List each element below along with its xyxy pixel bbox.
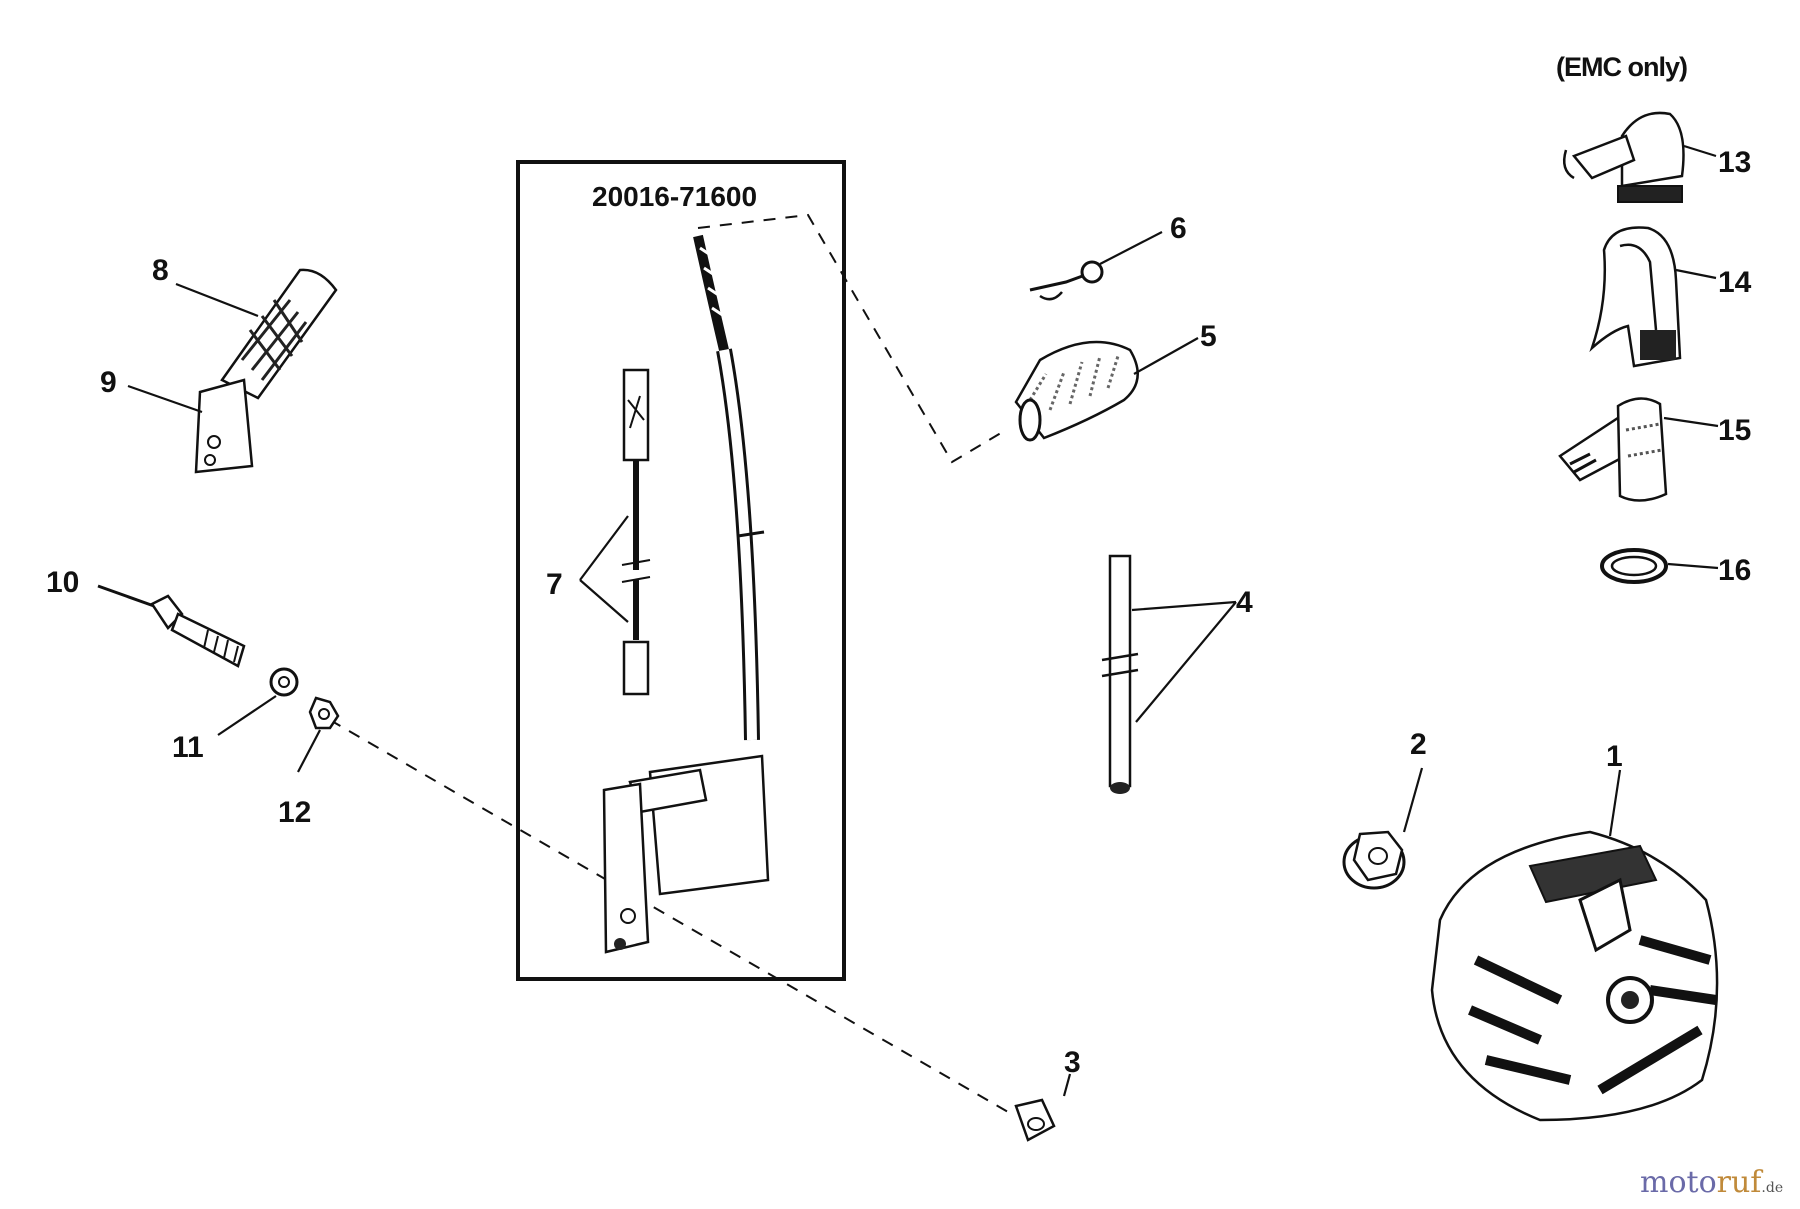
spark-plug-terminal-icon — [194, 268, 338, 474]
emc-only-note: (EMC only) — [1556, 52, 1687, 82]
bolt-icon — [97, 584, 246, 668]
callout-11: 11 — [172, 731, 204, 764]
ignition-coil-icon — [602, 234, 770, 954]
callout-6: 6 — [1170, 212, 1187, 245]
wire-clip-icon — [1029, 260, 1104, 301]
callout-12: 12 — [278, 796, 311, 829]
insulation-tube-icon — [1101, 554, 1139, 794]
flywheel-icon — [1430, 830, 1719, 1122]
callout-1: 1 — [1606, 740, 1623, 773]
callout-13: 13 — [1718, 146, 1751, 179]
ground-wire-icon — [621, 368, 651, 696]
callout-16: 16 — [1718, 554, 1751, 587]
kit-box — [516, 160, 846, 981]
callout-4: 4 — [1236, 586, 1253, 619]
callout-10: 10 — [46, 566, 79, 599]
callout-3: 3 — [1064, 1046, 1081, 1079]
svg-text:motoruf.de: motoruf.de — [1640, 1165, 1783, 1200]
callout-5: 5 — [1200, 320, 1217, 353]
callout-15: 15 — [1718, 414, 1751, 447]
callout-8: 8 — [152, 254, 169, 287]
plug-cap-icon — [1014, 340, 1139, 442]
callout-7: 7 — [546, 568, 563, 601]
emc-boot-icon — [1589, 226, 1682, 368]
emc-ring-icon — [1600, 548, 1668, 584]
callout-2: 2 — [1410, 728, 1427, 761]
callout-9: 9 — [100, 366, 117, 399]
spacer-icon — [1014, 1098, 1056, 1142]
emc-plug-cap-icon — [1563, 111, 1685, 203]
callout-14: 14 — [1718, 266, 1752, 299]
dashed-line-coil-to-cap — [697, 213, 1007, 464]
kit-part-number: 20016-71600 — [592, 181, 757, 212]
watermark-logo: motoruf.de — [1640, 1165, 1783, 1200]
lock-washer-icon — [269, 667, 299, 697]
nut-icon — [308, 696, 340, 730]
flange-nut-icon — [1342, 830, 1406, 890]
emc-angled-cap-icon — [1558, 397, 1668, 502]
